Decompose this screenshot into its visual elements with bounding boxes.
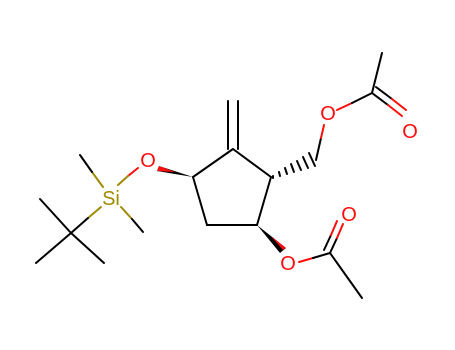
acetyl-methyl-bond — [329, 252, 363, 299]
carbonyl-bond-a-red — [336, 223, 344, 239]
si-tbu-bond-gold — [87, 206, 102, 219]
silicon-atom-label: Si — [102, 188, 120, 210]
carbonyl-bond-b — [323, 234, 332, 251]
carbonyl-bond-b-red — [391, 98, 407, 111]
hashed-wedge-bond — [272, 152, 316, 179]
o-carbonyl-bond-red — [336, 102, 353, 111]
o-carbonyl-bond — [351, 92, 373, 104]
oxygen-atom-label: O — [140, 150, 156, 172]
ch2-o-bond — [315, 137, 322, 161]
oxygen-atom-label: O — [320, 103, 336, 125]
oxygen-atom-label: O — [402, 121, 418, 143]
si-methyl-bond — [79, 154, 93, 173]
bold-wedge-bond-red — [271, 236, 286, 252]
ring-bond-c4-c5 — [192, 176, 208, 226]
oxygen-atom-label: O — [280, 253, 296, 275]
o-si-bond-gold — [117, 175, 129, 186]
tbu-methyl-bond — [70, 232, 105, 264]
si-methyl-bond-gold — [120, 206, 133, 220]
o-carbonyl-bond-red — [298, 257, 314, 263]
acetyl-methyl-bond — [371, 52, 383, 94]
ch2-o-bond-red — [320, 124, 325, 139]
tbu-methyl-bond — [39, 198, 72, 234]
si-methyl-bond — [131, 218, 144, 233]
tbu-methyl-bond — [35, 232, 72, 264]
si-methyl-bond-gold — [91, 171, 104, 188]
carbonyl-bond-a-red — [387, 104, 403, 117]
ring-bond-c5-c1 — [192, 148, 234, 178]
carbonyl-bond-a — [329, 237, 338, 254]
carbonyl-bond-b — [375, 86, 393, 100]
o-si-bond-red — [127, 167, 139, 177]
ring-bond-c1-c2 — [232, 148, 272, 178]
carbonyl-bond-a — [371, 92, 389, 106]
oxygen-atom-label: O — [341, 204, 357, 226]
carbonyl-bond-b-red — [330, 220, 338, 236]
ring-bond-c2-c3 — [256, 176, 272, 226]
bold-wedge-bond — [257, 225, 286, 253]
bold-wedge-bond-red — [157, 166, 175, 172]
si-tbu-bond — [70, 217, 89, 234]
o-carbonyl-bond — [312, 252, 331, 259]
